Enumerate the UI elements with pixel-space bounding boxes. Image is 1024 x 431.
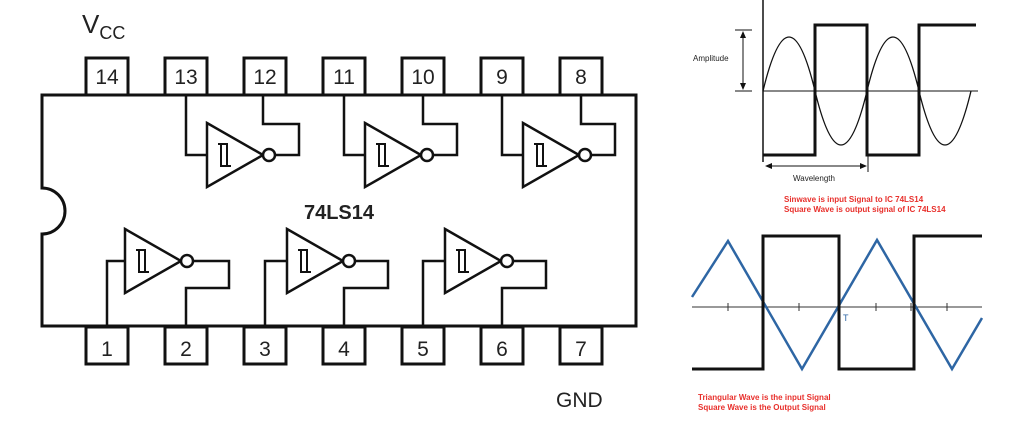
inverter-gate-2 (363, 121, 435, 189)
period-label: T (843, 313, 849, 323)
pin-12-label: 12 (253, 66, 276, 89)
chip-label: 74LS14 (304, 202, 375, 224)
pin-2-label: 2 (180, 338, 192, 361)
pin-14-label: 14 (95, 66, 119, 89)
wire-9-in (500, 95, 523, 157)
wavelength-label: Wavelength (793, 174, 835, 183)
triangle-input-wave (690, 237, 984, 372)
pin-7-label: 7 (575, 338, 587, 361)
wire-12-out (261, 95, 301, 157)
upper-gates (184, 95, 617, 157)
wire-2-out (184, 259, 231, 326)
gnd-label: GND (556, 389, 603, 412)
chip-body (40, 93, 638, 328)
sine-square-panel: Amplitude Wavelength (693, 0, 978, 183)
pin-1-label: 1 (101, 338, 113, 361)
pin-11-label: 11 (333, 66, 355, 89)
vcc-label: VCC (82, 9, 125, 43)
pin-3-label: 3 (259, 338, 271, 361)
inverter-gate-5 (285, 227, 357, 295)
wire-10-out (421, 95, 459, 157)
sine-caption: Sinwave is input Signal to IC 74LS14 Squ… (784, 195, 946, 215)
wire-5-in (421, 259, 445, 326)
wire-13-in (184, 95, 207, 157)
pin-5-label: 5 (417, 338, 429, 361)
square-output-wave (763, 23, 976, 157)
pin-6-label: 6 (496, 338, 508, 361)
pin-4-label: 4 (338, 338, 350, 361)
wire-6-out (500, 259, 548, 326)
lower-gates (105, 259, 548, 326)
wire-1-in (105, 259, 125, 326)
inverter-gate-1 (205, 121, 277, 189)
triangle-caption-line-1: Triangular Wave is the input Signal (698, 393, 831, 402)
ic-pinout: VCC 14 13 12 11 10 9 8 (40, 9, 638, 412)
triangle-caption-line-2: Square Wave is the Output Signal (698, 403, 826, 412)
sine-caption-line-1: Sinwave is input Signal to IC 74LS14 (784, 195, 924, 204)
amplitude-label: Amplitude (693, 54, 729, 63)
wire-8-out (579, 95, 617, 157)
inverter-gate-4 (123, 227, 195, 295)
triangle-caption: Triangular Wave is the input Signal Squa… (698, 393, 831, 413)
pin-9-label: 9 (496, 66, 508, 89)
wire-11-in (342, 95, 365, 157)
wire-3-in (263, 259, 287, 326)
pin-8-label: 8 (575, 66, 587, 89)
inverter-gate-6 (443, 227, 515, 295)
inverter-gate-3 (521, 121, 593, 189)
square-output-wave-2 (692, 234, 982, 371)
sine-caption-line-2: Square Wave is output signal of IC 74LS1… (784, 205, 946, 214)
pin-10-label: 10 (411, 66, 434, 89)
triangle-square-panel: T (690, 234, 984, 372)
pin-13-label: 13 (174, 66, 197, 89)
wire-4-out (342, 259, 390, 326)
